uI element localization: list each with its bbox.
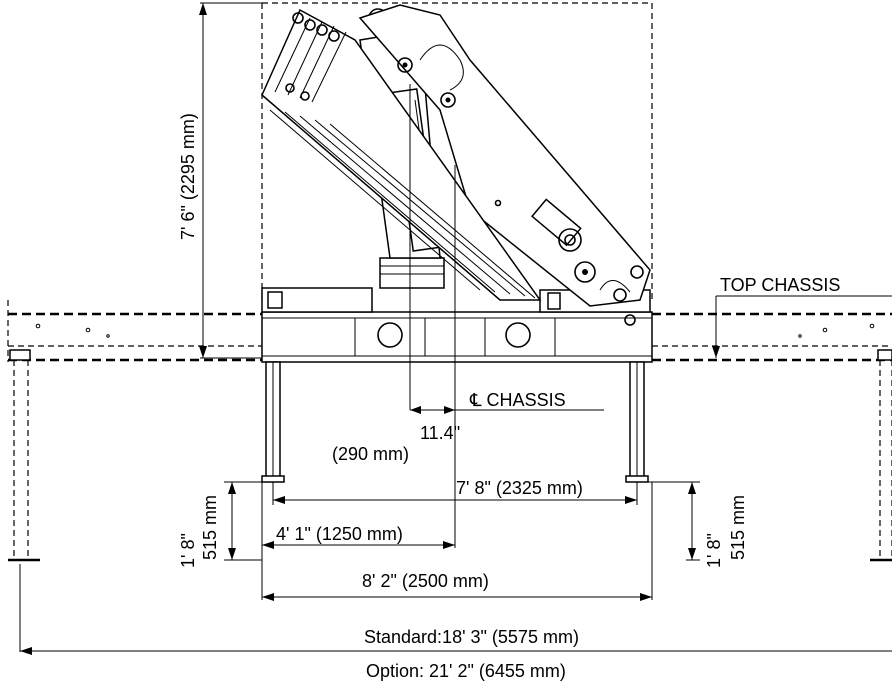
chassis-centerline-label: ℄ CHASSIS [469,390,566,410]
left-leg-label-mm: 515 mm [200,495,220,560]
right-leg-label-mm: 515 mm [728,495,748,560]
left-leg-label-in: 1' 8" [178,533,198,568]
right-leg-dimension [648,481,700,561]
outrigger-span-dimension [272,482,638,505]
option-span-label: Option: 21' 2" (6455 mm) [366,661,566,681]
outriggers [8,349,892,562]
offset-label-mm: (290 mm) [332,444,409,464]
offset-dimension [410,406,455,414]
top-chassis-label: TOP CHASSIS [720,275,840,295]
standard-span-label: Standard:18' 3" (5575 mm) [364,627,579,647]
outrigger-span-label: 7' 8" (2325 mm) [456,478,583,498]
base-width-dimension [261,482,653,601]
base-width-label: 8' 2" (2500 mm) [362,571,489,591]
offset-label-in: 11.4" [420,423,460,443]
centerlines [409,84,456,548]
standard-span-dimension [19,564,892,655]
boom-envelope [261,2,653,300]
half-width-dimension [262,541,455,549]
left-leg-dimension [224,481,262,561]
chassis-frame [7,300,892,362]
top-chassis-leader [712,295,892,358]
main-boom [358,4,651,326]
height-dimension [199,2,262,359]
half-width-label: 4' 1" (1250 mm) [276,524,403,544]
right-leg-label-in: 1' 8" [704,533,724,568]
boom-extensions [261,8,542,301]
height-label: 7' 6" (2295 mm) [178,113,198,240]
